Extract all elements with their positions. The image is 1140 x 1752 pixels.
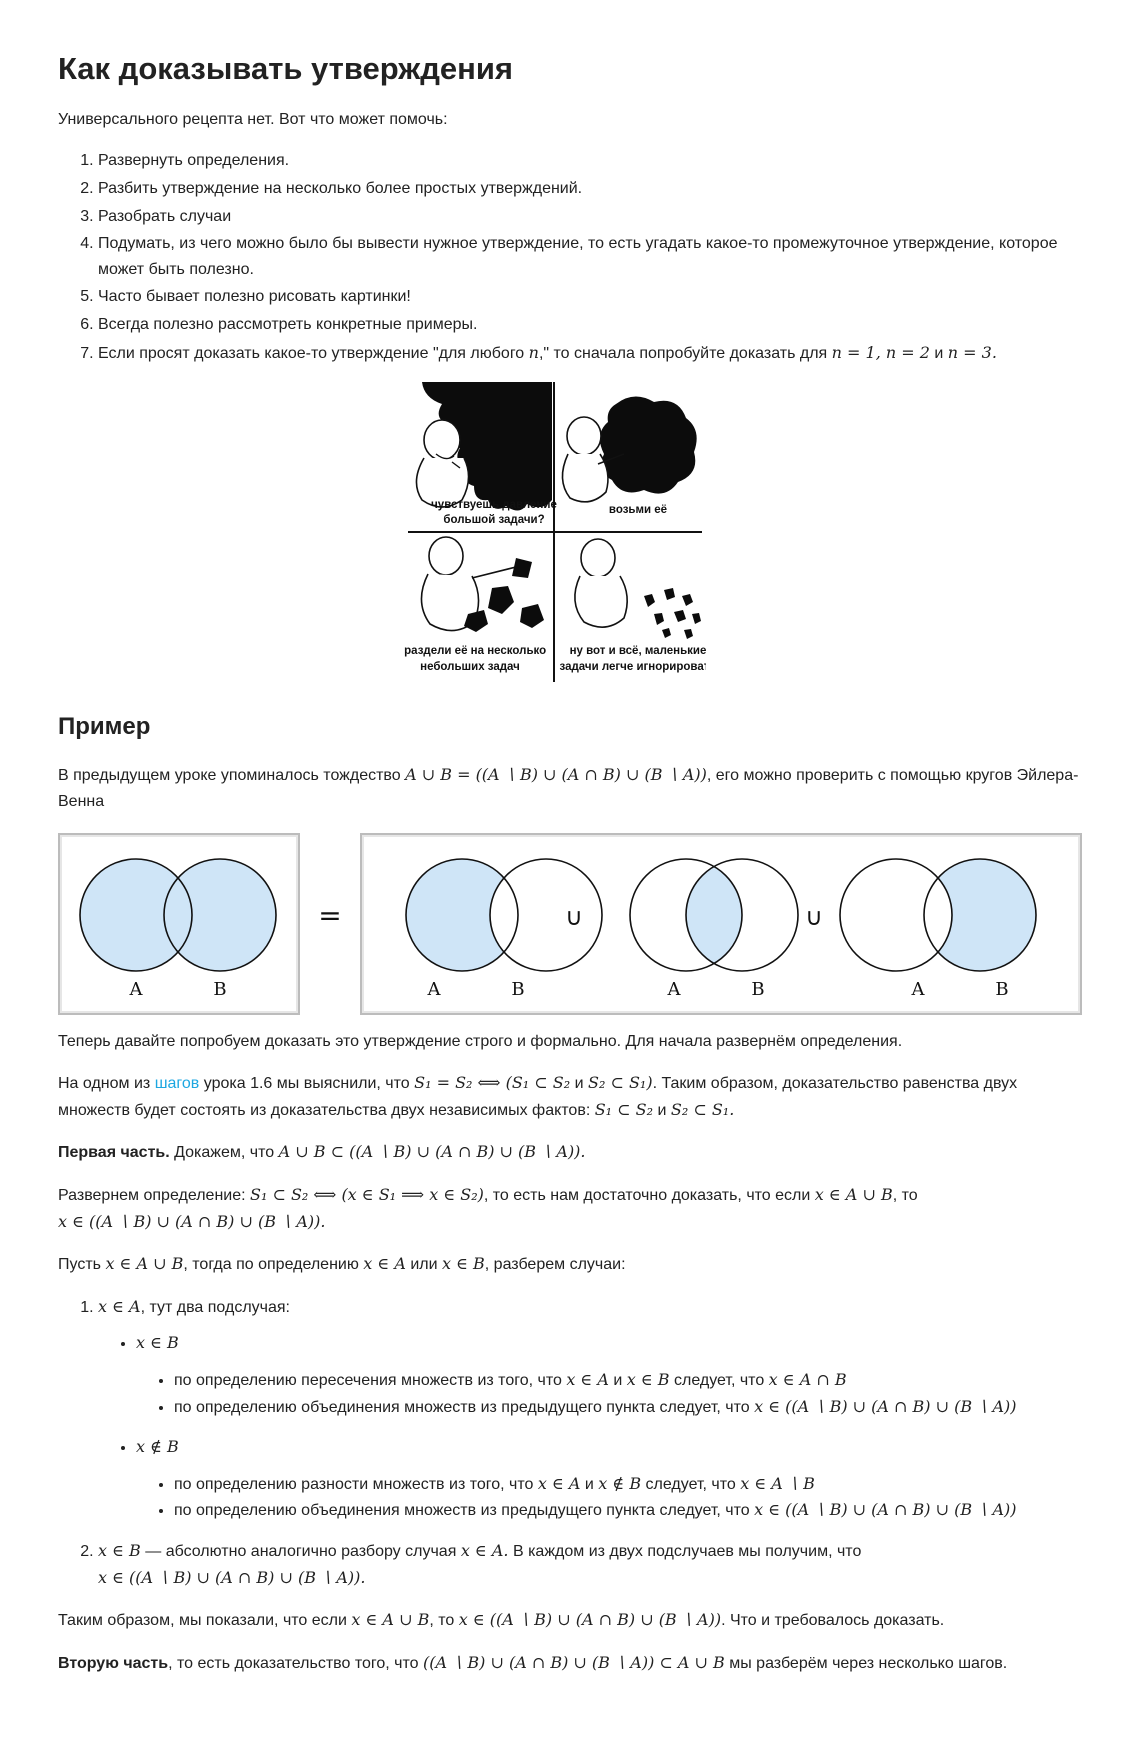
- svg-text:=: =: [318, 899, 341, 932]
- math: x ∈ A: [566, 1370, 609, 1390]
- venn-equals: =: [318, 899, 341, 932]
- math: x ∈ A ∖ B: [740, 1473, 815, 1493]
- math: x ∈ B: [98, 1540, 141, 1560]
- math: x ∈ A: [537, 1473, 581, 1493]
- venn-label-a: A: [129, 979, 144, 1000]
- math: x ∈ ((A ∖ B) ∪ (A ∩ B) ∪ (B ∖ A)).: [58, 1211, 326, 1231]
- math: x ∈ B: [441, 1254, 485, 1274]
- case-item: x ∈ A, тут два подслучая: x ∈ B по опред…: [98, 1294, 1082, 1524]
- math: x ∈ A ∪ B: [105, 1254, 184, 1274]
- page-title: Как доказывать утверждения: [58, 51, 514, 86]
- paragraph: Таким образом, мы показали, что если x ∈…: [58, 1610, 945, 1630]
- math: x ∈ ((A ∖ B) ∪ (A ∩ B) ∪ (B ∖ A)): [458, 1610, 722, 1630]
- bold-label: Первая часть.: [58, 1144, 170, 1162]
- math: S₁ ⊂ S₂ ⟺ (x ∈ S₁ ⟹ x ∈ S₂): [250, 1185, 484, 1205]
- subcase-list: x ∈ B по определению пересечения множест…: [98, 1330, 1082, 1524]
- reason-item: по определению пересечения множеств из т…: [174, 1367, 1082, 1394]
- comic-caption: и раздели её на несколько: [402, 645, 546, 657]
- intro-text: Универсального рецепта нет. Вот что може…: [58, 110, 448, 128]
- comic-caption: небольших задач: [420, 661, 520, 673]
- comic-caption: задачи легче игнорировать: [560, 661, 706, 673]
- steps-link[interactable]: шагов: [154, 1075, 200, 1093]
- math: x ∉ B: [136, 1437, 179, 1457]
- venn-diagrams: A B =: [58, 832, 1082, 1015]
- tips-list: Развернуть определения. Разбить утвержде…: [58, 148, 1082, 366]
- tip-item: Всегда полезно рассмотреть конкретные пр…: [98, 312, 1082, 338]
- math: S₁ = S₂ ⟺ (S₁ ⊂ S₂: [414, 1073, 571, 1093]
- math: x ∈ ((A ∖ B) ∪ (A ∩ B) ∪ (B ∖ A)): [754, 1396, 1017, 1416]
- venn-label-a: A: [911, 979, 926, 1000]
- tip-item: Разбить утверждение на несколько более п…: [98, 176, 1082, 202]
- venn-union: A B: [58, 832, 300, 1015]
- math: S₂ ⊂ S₁.: [670, 1099, 735, 1119]
- paragraph: На одном из шагов урока 1.6 мы выяснили,…: [58, 1073, 1018, 1119]
- math: x ∈ ((A ∖ B) ∪ (A ∩ B) ∪ (B ∖ A)): [754, 1500, 1017, 1520]
- tip-item: Часто бывает полезно рисовать картинки!: [98, 284, 1082, 310]
- math: x ∈ A ∩ B: [768, 1370, 847, 1390]
- math: S₁ ⊂ S₂: [594, 1099, 654, 1119]
- tip-item: Если просят доказать какое-то утверждени…: [98, 340, 1082, 367]
- tip-item: Подумать, из чего можно было бы вывести …: [98, 231, 1082, 282]
- paragraph: Вторую часть, то есть доказательство тог…: [58, 1652, 1008, 1672]
- reason-list: по определению пересечения множеств из т…: [136, 1367, 1082, 1420]
- section-heading: Пример: [58, 713, 151, 741]
- venn-label-a: A: [427, 979, 442, 1000]
- venn-decomposition: ∪ ∪ A B A B A B: [360, 832, 1082, 1015]
- math: x ∈ A ∪ B: [814, 1185, 893, 1205]
- paragraph: Первая часть. Докажем, что A ∪ B ⊂ ((A ∖…: [58, 1142, 586, 1162]
- math: A ∪ B = ((A ∖ B) ∪ (A ∩ B) ∪ (B ∖ A)): [405, 765, 707, 785]
- venn-union-sign: ∪: [565, 903, 583, 931]
- venn-label-b: B: [751, 979, 764, 1000]
- math: x ∈ A.: [460, 1540, 509, 1560]
- math: S₂ ⊂ S₁): [587, 1073, 653, 1093]
- tip-item: Развернуть определения.: [98, 148, 1082, 174]
- paragraph: Развернем определение: S₁ ⊂ S₂ ⟺ (x ∈ S₁…: [58, 1185, 918, 1231]
- reason-item: по определению объединения множеств из п…: [174, 1394, 1082, 1421]
- lesson-page: Как доказывать утверждения Универсальног…: [0, 0, 1140, 1676]
- case-item: x ∈ B — абсолютно аналогично разбору слу…: [98, 1538, 1082, 1591]
- subcase-item: x ∉ B по определению разности множеств и…: [136, 1434, 1082, 1524]
- venn-label-b: B: [213, 979, 226, 1000]
- math: x ∈ B: [626, 1370, 670, 1390]
- paragraph: Пусть x ∈ A ∪ B, тогда по определению x …: [58, 1254, 626, 1274]
- math: ((A ∖ B) ∪ (A ∩ B) ∪ (B ∖ A)) ⊂ A ∪ B: [422, 1652, 725, 1672]
- paragraph: В предыдущем уроке упоминалось тождество…: [58, 765, 1079, 811]
- math: x ∈ ((A ∖ B) ∪ (A ∩ B) ∪ (B ∖ A)).: [98, 1567, 366, 1587]
- math: n = 1, n = 2: [831, 342, 930, 362]
- math: A ∪ B ⊂ ((A ∖ B) ∪ (A ∩ B) ∪ (B ∖ A)).: [278, 1142, 586, 1162]
- math: x ∈ A: [363, 1254, 406, 1274]
- comic-caption: возьми её: [609, 504, 667, 516]
- math: n: [528, 342, 539, 362]
- venn-label-b: B: [511, 979, 524, 1000]
- bold-label: Вторую часть: [58, 1654, 169, 1672]
- cases-list: x ∈ A, тут два подслучая: x ∈ B по опред…: [58, 1294, 1082, 1591]
- reason-list: по определению разности множеств из того…: [136, 1471, 1082, 1524]
- tip-item: Разобрать случаи: [98, 204, 1082, 230]
- math: x ∈ A: [98, 1296, 141, 1316]
- math: n = 3.: [947, 342, 997, 362]
- math: x ∈ A ∪ B: [351, 1610, 430, 1630]
- comic-caption: чувствуешь давление: [431, 499, 557, 511]
- reason-item: по определению объединения множеств из п…: [174, 1497, 1082, 1524]
- paragraph: Теперь давайте попробуем доказать это ут…: [58, 1032, 903, 1050]
- subcase-item: x ∈ B по определению пересечения множест…: [136, 1330, 1082, 1420]
- comic-caption: ну вот и всё, маленькие: [570, 645, 706, 657]
- venn-label-a: A: [667, 979, 682, 1000]
- venn-label-b: B: [995, 979, 1008, 1000]
- comic-caption: большой задачи?: [443, 514, 544, 526]
- comic-image: чувствуешь давление большой задачи? возь…: [402, 382, 706, 683]
- math: x ∈ B: [136, 1333, 179, 1353]
- reason-item: по определению разности множеств из того…: [174, 1471, 1082, 1498]
- venn-union-sign: ∪: [805, 903, 823, 931]
- math: x ∉ B: [598, 1473, 642, 1493]
